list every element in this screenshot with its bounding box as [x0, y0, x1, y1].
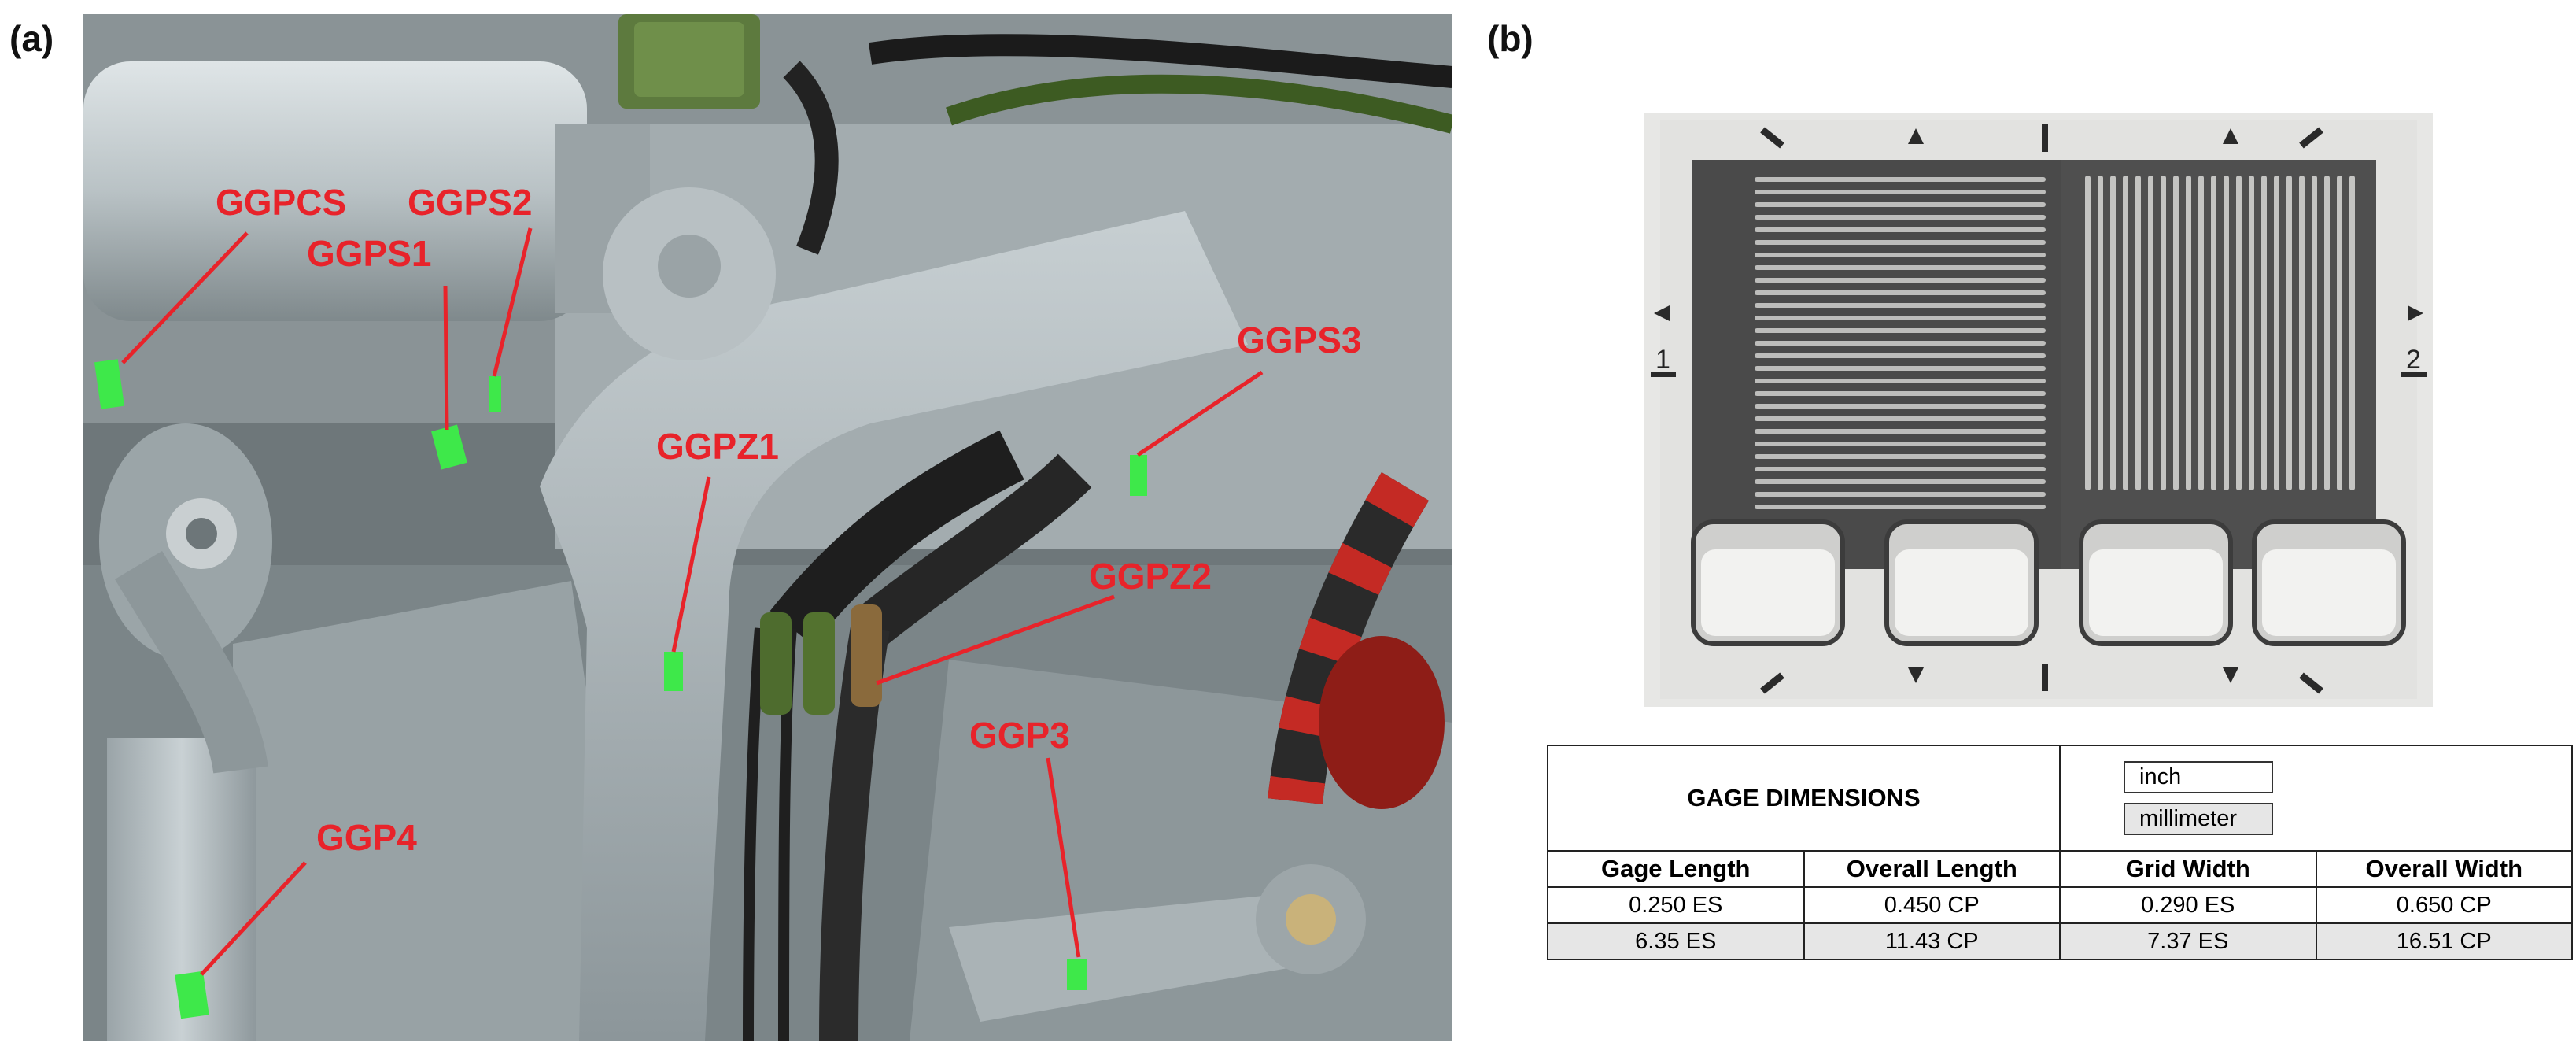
gage-grid-left: [1755, 177, 2046, 509]
table-cell: 0.650 CP: [2315, 886, 2573, 924]
gage-side-label-1: 1: [1655, 345, 1670, 375]
table-cell: 11.43 CP: [1803, 922, 2061, 960]
table-cell: 0.290 ES: [2059, 886, 2317, 924]
column-header: Gage Length: [1547, 850, 1805, 888]
label-ggpz2: GGPZ2: [1089, 556, 1212, 597]
table-cell: 0.250 ES: [1547, 886, 1805, 924]
label-ggps1: GGPS1: [307, 233, 432, 274]
table-cell: 0.450 CP: [1803, 886, 2061, 924]
gage-dimensions-title: GAGE DIMENSIONS: [1547, 745, 2061, 852]
landing-gear-photo: GGPCS GGPS2 GGPS1 GGPS3 GGPZ1 GGPZ2 GGP3…: [83, 14, 1452, 1041]
strain-gauge-markers: [94, 359, 1147, 1019]
column-header: Overall Width: [2315, 850, 2573, 888]
label-ggp4: GGP4: [316, 817, 417, 858]
table-row: 0.250 ES 0.450 CP 0.290 ES 0.650 CP: [1547, 886, 2573, 924]
strain-gage-image: 1 2: [1644, 113, 2433, 707]
label-ggp3: GGP3: [969, 715, 1070, 756]
column-header: Overall Length: [1803, 850, 2061, 888]
panel-label-b: (b): [1487, 18, 1533, 59]
label-ggpcs: GGPCS: [216, 182, 346, 223]
gage-side-label-2: 2: [2406, 345, 2421, 375]
table-cell: 7.37 ES: [2059, 922, 2317, 960]
label-ggps3: GGPS3: [1237, 320, 1362, 360]
unit-inch: inch: [2124, 761, 2273, 793]
gage-grid-right: [2085, 176, 2355, 490]
table-cell: 16.51 CP: [2315, 922, 2573, 960]
gage-dimensions-table: GAGE DIMENSIONS inch millimeter Gage Len…: [1547, 745, 2573, 960]
table-row: 6.35 ES 11.43 CP 7.37 ES 16.51 CP: [1547, 922, 2573, 960]
unit-millimeter: millimeter: [2124, 803, 2273, 835]
unit-legend: inch millimeter: [2059, 745, 2573, 852]
label-ggps2: GGPS2: [408, 182, 533, 223]
label-ggpz1: GGPZ1: [656, 426, 779, 467]
column-header: Grid Width: [2059, 850, 2317, 888]
table-cell: 6.35 ES: [1547, 922, 1805, 960]
panel-label-a: (a): [9, 18, 54, 59]
